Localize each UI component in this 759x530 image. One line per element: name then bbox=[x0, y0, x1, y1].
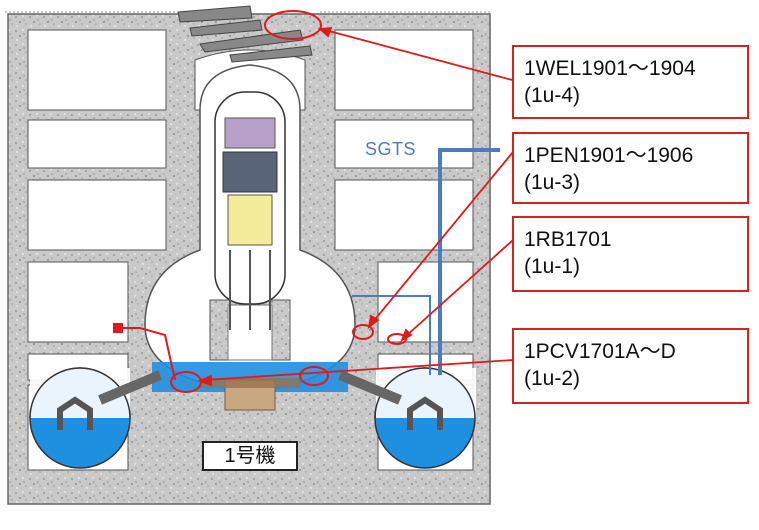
right-floor-rooms bbox=[334, 29, 474, 381]
debris bbox=[200, 378, 300, 411]
callout-wel: 1WEL1901～1904 (1u-4) bbox=[512, 45, 749, 119]
vent-pipes bbox=[98, 370, 402, 405]
marker-pcv-b bbox=[299, 366, 329, 386]
callout-rb: 1RB1701 (1u-1) bbox=[512, 216, 749, 292]
callout-rb-code: 1RB1701 bbox=[524, 228, 612, 251]
callout-pcv: 1PCV1701A～D (1u-2) bbox=[512, 328, 749, 404]
callout-rb-tag: (1u-1) bbox=[524, 255, 581, 278]
sgts-pipe bbox=[438, 148, 500, 375]
callout-pen-tag: (1u-3) bbox=[524, 171, 581, 194]
reactor-pressure-vessel bbox=[214, 91, 286, 330]
unit-label: 1号機 bbox=[202, 441, 298, 471]
marker-wel bbox=[264, 10, 322, 40]
roof-debris bbox=[177, 5, 313, 63]
callout-pen-code: 1PEN1901～1906 bbox=[524, 144, 694, 167]
leader-arrows bbox=[197, 26, 514, 387]
callout-wel-code: 1WEL1901～1904 bbox=[524, 57, 696, 80]
sgts-label: SGTS bbox=[365, 139, 417, 159]
marker-pen bbox=[352, 324, 374, 340]
callout-pen: 1PEN1901～1906 (1u-3) bbox=[512, 132, 749, 204]
probe-line bbox=[118, 327, 176, 381]
callout-wel-tag: (1u-4) bbox=[524, 84, 581, 107]
callout-pcv-tag: (1u-2) bbox=[524, 367, 581, 390]
callout-pcv-code: 1PCV1701A～D bbox=[524, 340, 676, 363]
marker-rb bbox=[387, 333, 407, 345]
